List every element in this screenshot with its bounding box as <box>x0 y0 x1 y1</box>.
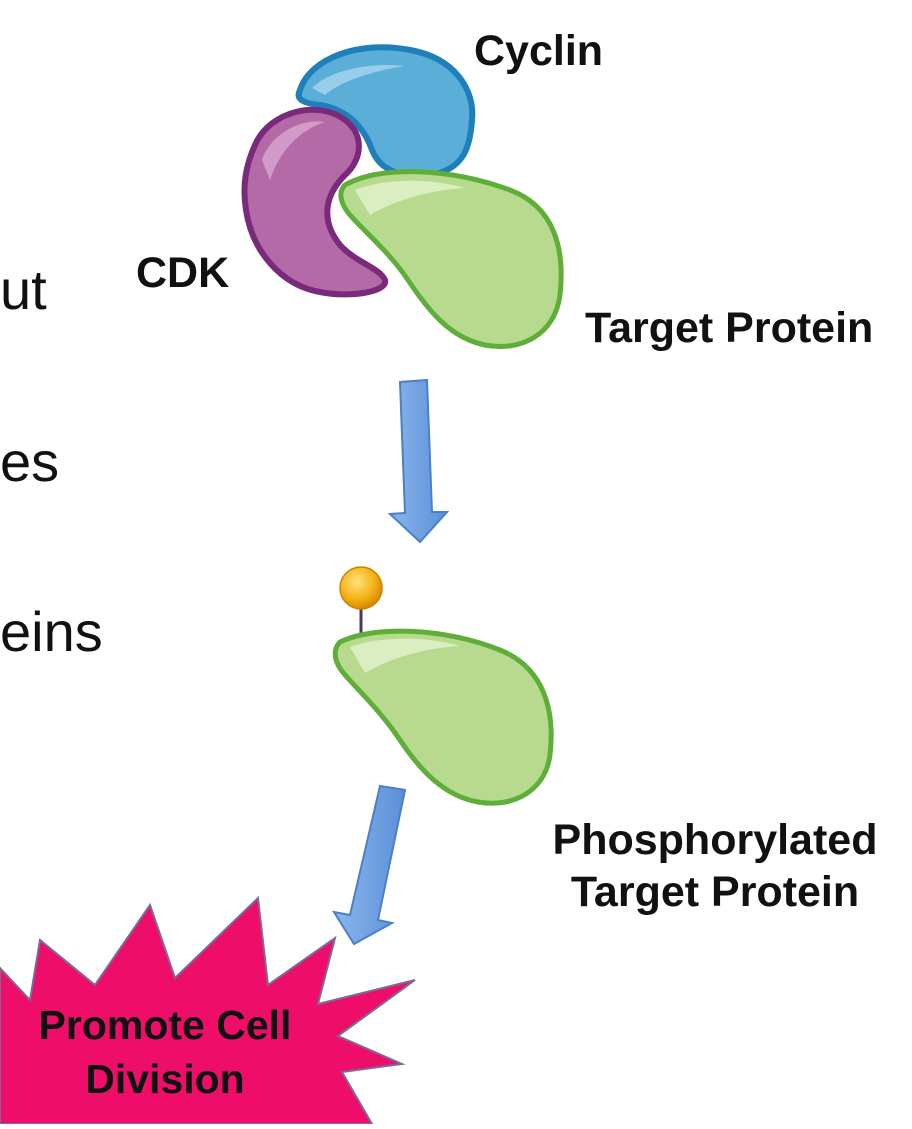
target-protein-shape <box>338 169 564 349</box>
cropped-text-fragment: eins <box>0 600 103 663</box>
phosphorylated-protein-shape <box>332 628 554 806</box>
promote-label-line2: Division <box>85 1056 245 1102</box>
phosphorylated-protein-label: Phosphorylated Target Protein <box>540 814 890 918</box>
arrow-2 <box>331 784 407 946</box>
cropped-text-fragment: es <box>0 430 60 493</box>
cyclin-shape <box>295 44 476 179</box>
promote-cell-division-label: Promote Cell Division <box>10 998 320 1106</box>
target-protein-label: Target Protein <box>585 304 874 352</box>
phosphorylated-label-line2: Target Protein <box>570 868 860 916</box>
cdk-label: CDK <box>136 249 230 297</box>
promote-burst-shape <box>0 895 416 1125</box>
promote-label-line1: Promote Cell <box>38 1002 292 1048</box>
cdk-shape <box>241 106 388 298</box>
arrow-1 <box>387 378 450 544</box>
phosphorylated-label-line1: Phosphorylated <box>552 816 878 864</box>
phosphate-group <box>339 566 383 640</box>
cropped-text-fragment: ut <box>0 258 47 321</box>
cyclin-label: Cyclin <box>474 27 604 75</box>
